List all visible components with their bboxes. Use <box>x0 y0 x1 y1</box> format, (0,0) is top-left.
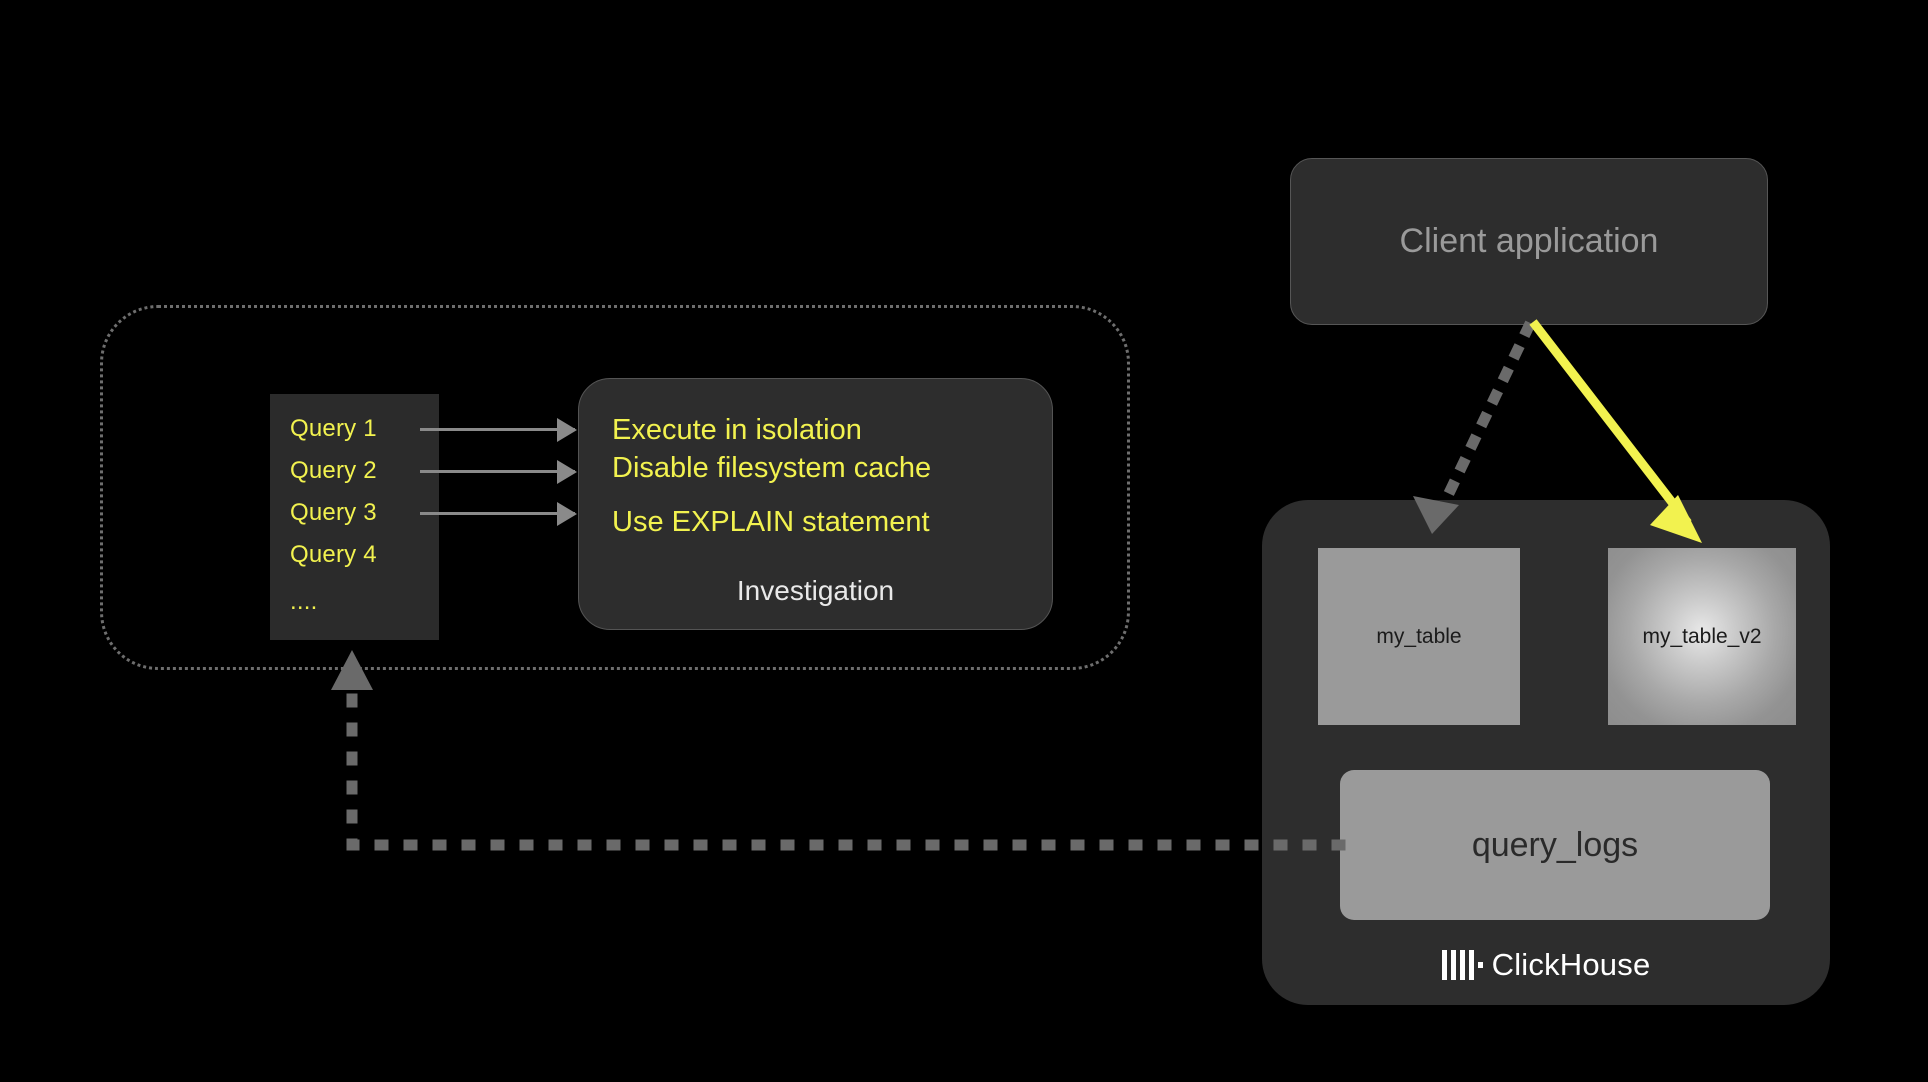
arrow-query-1-to-investigation <box>420 428 575 431</box>
investigation-step: Use EXPLAIN statement <box>612 506 930 538</box>
table-my-table-v2[interactable]: my_table_v2 <box>1608 548 1796 725</box>
arrow-query-3-to-investigation <box>420 512 575 515</box>
table-label: my_table_v2 <box>1642 624 1762 648</box>
list-item-more: .... <box>290 588 318 615</box>
table-label: my_table <box>1376 624 1462 648</box>
investigation-panel-title: Investigation <box>736 575 895 606</box>
link-query-logs-to-query-list <box>331 650 1346 851</box>
investigation-step: Execute in isolation <box>612 414 862 446</box>
clickhouse-bars-icon <box>1441 950 1483 980</box>
clickhouse-brand-label: ClickHouse <box>1491 947 1651 982</box>
clickhouse-logo: ClickHouse <box>1262 947 1830 983</box>
list-item[interactable]: Query 1 <box>290 415 377 442</box>
table-label: query_logs <box>1471 825 1639 864</box>
list-item[interactable]: Query 3 <box>290 499 377 526</box>
arrow-query-2-to-investigation <box>420 470 575 473</box>
investigation-step: Disable filesystem cache <box>612 452 932 484</box>
clickhouse-container: my_table my_table_v2 query_logs ClickHou… <box>1262 500 1830 1005</box>
list-item[interactable]: Query 4 <box>290 541 377 568</box>
investigation-panel: Execute in isolation Disable filesystem … <box>578 378 1053 630</box>
client-application-box: Client application <box>1290 158 1768 325</box>
table-my-table[interactable]: my_table <box>1318 548 1520 725</box>
table-query-logs[interactable]: query_logs <box>1340 770 1770 920</box>
client-application-label: Client application <box>1399 222 1659 260</box>
query-list-box: Query 1 Query 2 Query 3 Query 4 .... <box>270 394 439 640</box>
list-item[interactable]: Query 2 <box>290 457 377 484</box>
